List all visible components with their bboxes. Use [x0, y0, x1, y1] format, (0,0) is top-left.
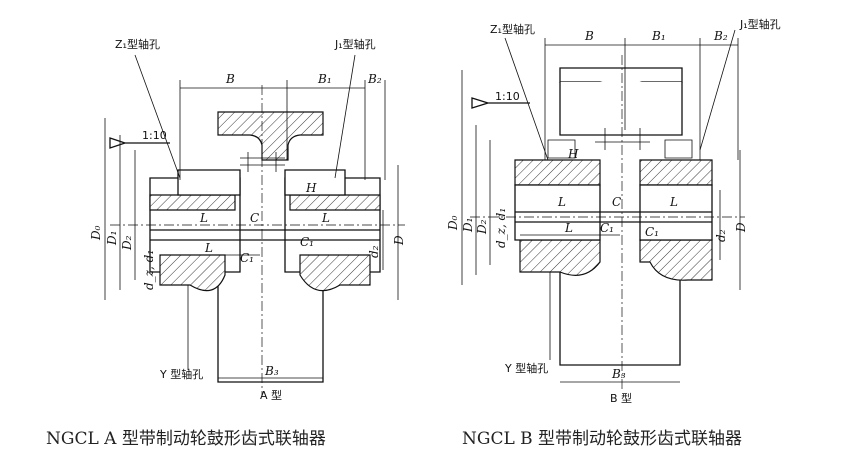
b-label-d2: D₂	[475, 219, 489, 235]
a-leader-j1	[334, 54, 356, 179]
b-hub-right	[639, 159, 713, 186]
b-label-l-bottom: L	[564, 221, 573, 235]
caption-a: NGCL A 型带制动轮鼓形齿式联轴器	[46, 429, 326, 449]
a-view-label: A 型	[260, 388, 282, 402]
b-label-dz-d1: d_z, d₁	[494, 208, 508, 248]
b-label-d0: D₀	[446, 215, 460, 231]
b-label-y: Y 型轴孔	[504, 361, 548, 375]
a-label-d0: D₀	[89, 225, 103, 241]
a-gear-left	[177, 169, 241, 196]
b-label-d2-small: d₂	[714, 229, 728, 242]
b-label-d-big: D	[734, 222, 748, 233]
a-hub-lower-right	[299, 254, 371, 292]
b-label-c: C	[612, 195, 621, 209]
caption-b: NGCL B 型带制动轮鼓形齿式联轴器	[462, 429, 743, 449]
a-label-c1-bottom: C₁	[240, 251, 254, 265]
a-sleeve-right	[289, 194, 381, 211]
b-label-h: H	[567, 147, 579, 161]
b-brake-web	[559, 82, 683, 136]
b-label-c1-right: C₁	[600, 221, 614, 235]
a-label-y: Y 型轴孔	[159, 367, 203, 381]
b-label-z1: Z₁型轴孔	[490, 22, 535, 36]
b-view-label: B 型	[610, 391, 632, 405]
b-bolt-row	[547, 128, 693, 159]
b-leader-j1	[699, 29, 736, 151]
b-leader-z1	[504, 37, 549, 161]
b-hub-lower-left	[519, 239, 601, 276]
a-brake-drum	[217, 275, 324, 383]
b-hub-lower-right	[639, 239, 713, 281]
a-sleeve-left	[149, 194, 236, 211]
a-taper-arrow	[109, 137, 170, 149]
a-brake-rim	[217, 111, 324, 161]
a-label-l-right: L	[321, 211, 330, 225]
a-hub-lower-left	[159, 254, 226, 292]
a-label-c1-right: C₁	[300, 235, 314, 249]
a-label-z1: Z₁型轴孔	[115, 37, 160, 51]
diagram-b: Z₁型轴孔 J₁型轴孔 Y 型轴孔 1:10 B B₁ B₂ B₃ H L L …	[446, 17, 781, 405]
b-label-b2: B₂	[713, 29, 728, 43]
b-brake-drum	[559, 272, 681, 366]
a-label-h: H	[305, 181, 317, 195]
a-label-l-bottom: L	[204, 241, 213, 255]
a-label-taper: 1:10	[142, 129, 167, 142]
a-label-c: C	[250, 211, 259, 225]
a-label-b3: B₃	[264, 364, 279, 378]
b-label-b: B	[584, 29, 594, 43]
a-label-d2-small: d₂	[367, 245, 381, 258]
a-bolt-row	[240, 152, 285, 172]
a-label-d-big: D	[392, 235, 406, 246]
a-label-b: B	[225, 72, 235, 86]
a-label-d1: D₁	[105, 231, 119, 246]
a-label-j1: J₁型轴孔	[334, 37, 376, 51]
b-label-b1: B₁	[651, 29, 666, 43]
b-label-j1: J₁型轴孔	[739, 17, 781, 31]
b-hub-left	[514, 159, 601, 186]
b-label-taper: 1:10	[495, 90, 520, 103]
b-label-l-left: L	[557, 195, 566, 209]
a-gear-right	[284, 169, 346, 196]
a-label-l-left: L	[199, 211, 208, 225]
b-label-l-right: L	[669, 195, 678, 209]
b-taper-arrow	[471, 97, 530, 109]
a-label-d2: D₂	[120, 235, 134, 251]
b-label-b3: B₃	[611, 367, 626, 381]
a-label-b1: B₁	[317, 72, 332, 86]
a-label-dz-d1: d_z, d₁	[142, 250, 156, 290]
b-label-c1-bottom: C₁	[645, 225, 659, 239]
a-leader-z1	[134, 54, 181, 179]
b-label-d1: D₁	[461, 218, 475, 233]
diagram-a: Z₁型轴孔 J₁型轴孔 Y 型轴孔 1:10 B B₁ B₂ B₃ H L L …	[89, 37, 406, 402]
a-label-b2: B₂	[367, 72, 382, 86]
